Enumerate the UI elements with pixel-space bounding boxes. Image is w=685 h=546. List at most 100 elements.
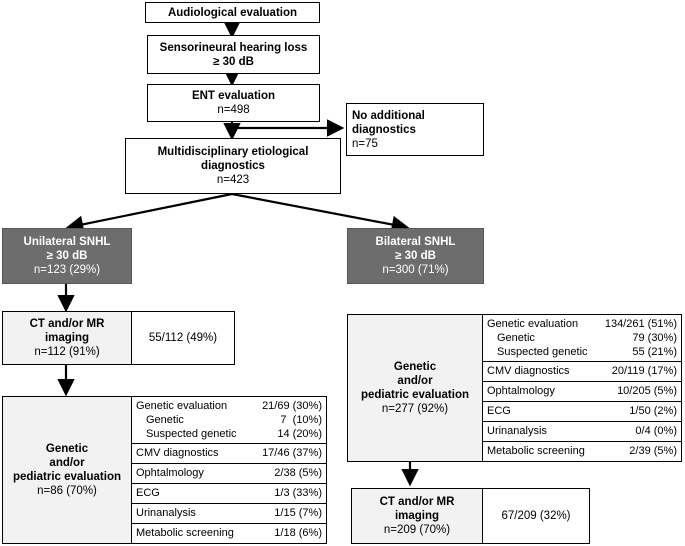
bilateral-threshold: ≥ 30 dB: [395, 250, 436, 262]
bi-metabolic-cell: Metabolic screening 2/39 (5%): [482, 441, 682, 462]
uni-metabolic-cell: Metabolic screening 1/18 (6%): [131, 523, 327, 544]
row-value: 1/50 (2%): [629, 405, 677, 417]
ent-evaluation-count: n=498: [217, 104, 250, 116]
multidisciplinary-label-2: diagnostics: [201, 160, 265, 172]
table-row: Metabolic screening 1/18 (6%): [136, 526, 322, 540]
no-additional-diagnostics-box: No additional diagnostics n=75: [346, 103, 484, 156]
genetic-bilateral-label-2: and/or: [397, 375, 433, 387]
bilateral-count: n=300 (71%): [382, 264, 449, 276]
table-row: Metabolic screening 2/39 (5%): [487, 444, 677, 458]
unilateral-snhl-box: Unilateral SNHL ≥ 30 dB n=123 (29%): [2, 228, 132, 284]
genetic-bilateral-label-1: Genetic: [393, 361, 437, 373]
row-value: 20/119 (17%): [611, 365, 677, 377]
table-row: Suspected genetic 14 (20%): [136, 427, 322, 441]
row-label: Metabolic screening: [136, 527, 234, 539]
row-label: Genetic evaluation: [136, 400, 228, 412]
multidisciplinary-label-1: Multidisciplinary etiological: [157, 146, 309, 158]
no-additional-label-1: No additional: [352, 109, 425, 122]
ct-mr-unilateral-label-2: imaging: [44, 332, 90, 344]
table-row: Genetic evaluation 21/69 (30%): [136, 399, 322, 413]
audiological-evaluation-box: Audiological evaluation: [145, 2, 320, 23]
uni-urinanalysis-cell: Urinanalysis 1/15 (7%): [131, 503, 327, 524]
row-value: 2/39 (5%): [629, 445, 677, 457]
table-row: Genetic 79 (30%): [487, 331, 677, 345]
ct-mr-bilateral-value-box: 67/209 (32%): [482, 488, 590, 544]
row-label: Genetic evaluation: [487, 318, 579, 330]
no-additional-label-2: diagnostics: [352, 123, 416, 136]
table-row: Ophtalmology 10/205 (5%): [487, 384, 677, 398]
row-value: 10/205 (5%): [617, 385, 677, 397]
table-row: Ophtalmology 2/38 (5%): [136, 466, 322, 480]
genetic-bilateral-box: Genetic and/or pediatric evaluation n=27…: [347, 314, 483, 462]
snhl-threshold: ≥ 30 dB: [213, 55, 254, 68]
ct-mr-bilateral-label-1: CT and/or MR: [379, 496, 455, 508]
table-row: Urinanalysis 1/15 (7%): [136, 506, 322, 520]
row-value: 2/38 (5%): [274, 467, 322, 479]
ct-mr-unilateral-label-1: CT and/or MR: [29, 318, 105, 330]
snhl-label: Sensorineural hearing loss: [159, 41, 308, 54]
row-label: Urinanalysis: [136, 507, 196, 519]
genetic-bilateral-count: n=277 (92%): [381, 403, 449, 415]
ent-evaluation-box: ENT evaluation n=498: [147, 84, 320, 122]
row-value: 21/69 (30%): [262, 400, 322, 412]
unilateral-label: Unilateral SNHL: [23, 236, 111, 248]
row-value: 7 (10%): [280, 414, 322, 426]
uni-ophtalmology-cell: Ophtalmology 2/38 (5%): [131, 463, 327, 484]
row-label: Genetic: [497, 332, 535, 344]
ent-evaluation-label: ENT evaluation: [191, 90, 276, 102]
genetic-unilateral-count: n=86 (70%): [37, 485, 97, 497]
table-row: Suspected genetic 55 (21%): [487, 345, 677, 359]
row-label: Metabolic screening: [487, 445, 585, 457]
snhl-box: Sensorineural hearing loss ≥ 30 dB: [147, 35, 320, 74]
row-label: ECG: [136, 487, 160, 499]
multidisciplinary-box: Multidisciplinary etiological diagnostic…: [125, 138, 341, 194]
genetic-unilateral-label-3: pediatric evaluation: [12, 471, 121, 483]
ct-mr-bilateral-value: 67/209 (32%): [501, 510, 571, 522]
row-label: Ophtalmology: [487, 385, 555, 397]
unilateral-threshold: ≥ 30 dB: [46, 250, 88, 262]
table-row: ECG 1/3 (33%): [136, 486, 322, 500]
no-additional-count: n=75: [352, 137, 378, 150]
row-label: Suspected genetic: [497, 346, 588, 358]
ct-mr-unilateral-value-box: 55/112 (49%): [131, 311, 235, 365]
ct-mr-unilateral-count: n=112 (91%): [34, 346, 100, 358]
genetic-unilateral-label-1: Genetic: [45, 443, 89, 455]
ct-mr-unilateral-value: 55/112 (49%): [148, 332, 218, 344]
row-label: Urinanalysis: [487, 425, 547, 437]
ct-mr-bilateral-count: n=209 (70%): [383, 524, 451, 536]
uni-cmv-cell: CMV diagnostics 17/46 (37%): [131, 443, 327, 464]
table-row: CMV diagnostics 20/119 (17%): [487, 364, 677, 378]
row-label: Suspected genetic: [146, 428, 237, 440]
unilateral-count: n=123 (29%): [33, 264, 101, 276]
row-value: 1/3 (33%): [274, 487, 322, 499]
uni-ecg-cell: ECG 1/3 (33%): [131, 483, 327, 504]
row-label: CMV diagnostics: [487, 365, 570, 377]
row-value: 14 (20%): [277, 428, 322, 440]
bi-ophtalmology-cell: Ophtalmology 10/205 (5%): [482, 381, 682, 402]
bilateral-snhl-box: Bilateral SNHL ≥ 30 dB n=300 (71%): [347, 228, 484, 284]
row-value: 17/46 (37%): [262, 447, 322, 459]
row-value: 0/4 (0%): [635, 425, 677, 437]
bi-urinanalysis-cell: Urinanalysis 0/4 (0%): [482, 421, 682, 442]
ct-mr-unilateral-box: CT and/or MR imaging n=112 (91%): [2, 311, 132, 365]
row-value: 1/15 (7%): [274, 507, 322, 519]
row-value: 79 (30%): [632, 332, 677, 344]
row-value: 1/18 (6%): [274, 527, 322, 539]
table-row: CMV diagnostics 17/46 (37%): [136, 446, 322, 460]
genetic-bilateral-label-3: pediatric evaluation: [360, 389, 469, 401]
table-row: Urinanalysis 0/4 (0%): [487, 424, 677, 438]
audiological-evaluation-label: Audiological evaluation: [167, 6, 298, 19]
ct-mr-bilateral-label-2: imaging: [394, 510, 440, 522]
bi-cmv-cell: CMV diagnostics 20/119 (17%): [482, 361, 682, 382]
genetic-unilateral-label-2: and/or: [49, 457, 85, 469]
row-label: CMV diagnostics: [136, 447, 219, 459]
row-label: Ophtalmology: [136, 467, 204, 479]
genetic-unilateral-box: Genetic and/or pediatric evaluation n=86…: [2, 396, 132, 544]
row-value: 55 (21%): [632, 346, 677, 358]
